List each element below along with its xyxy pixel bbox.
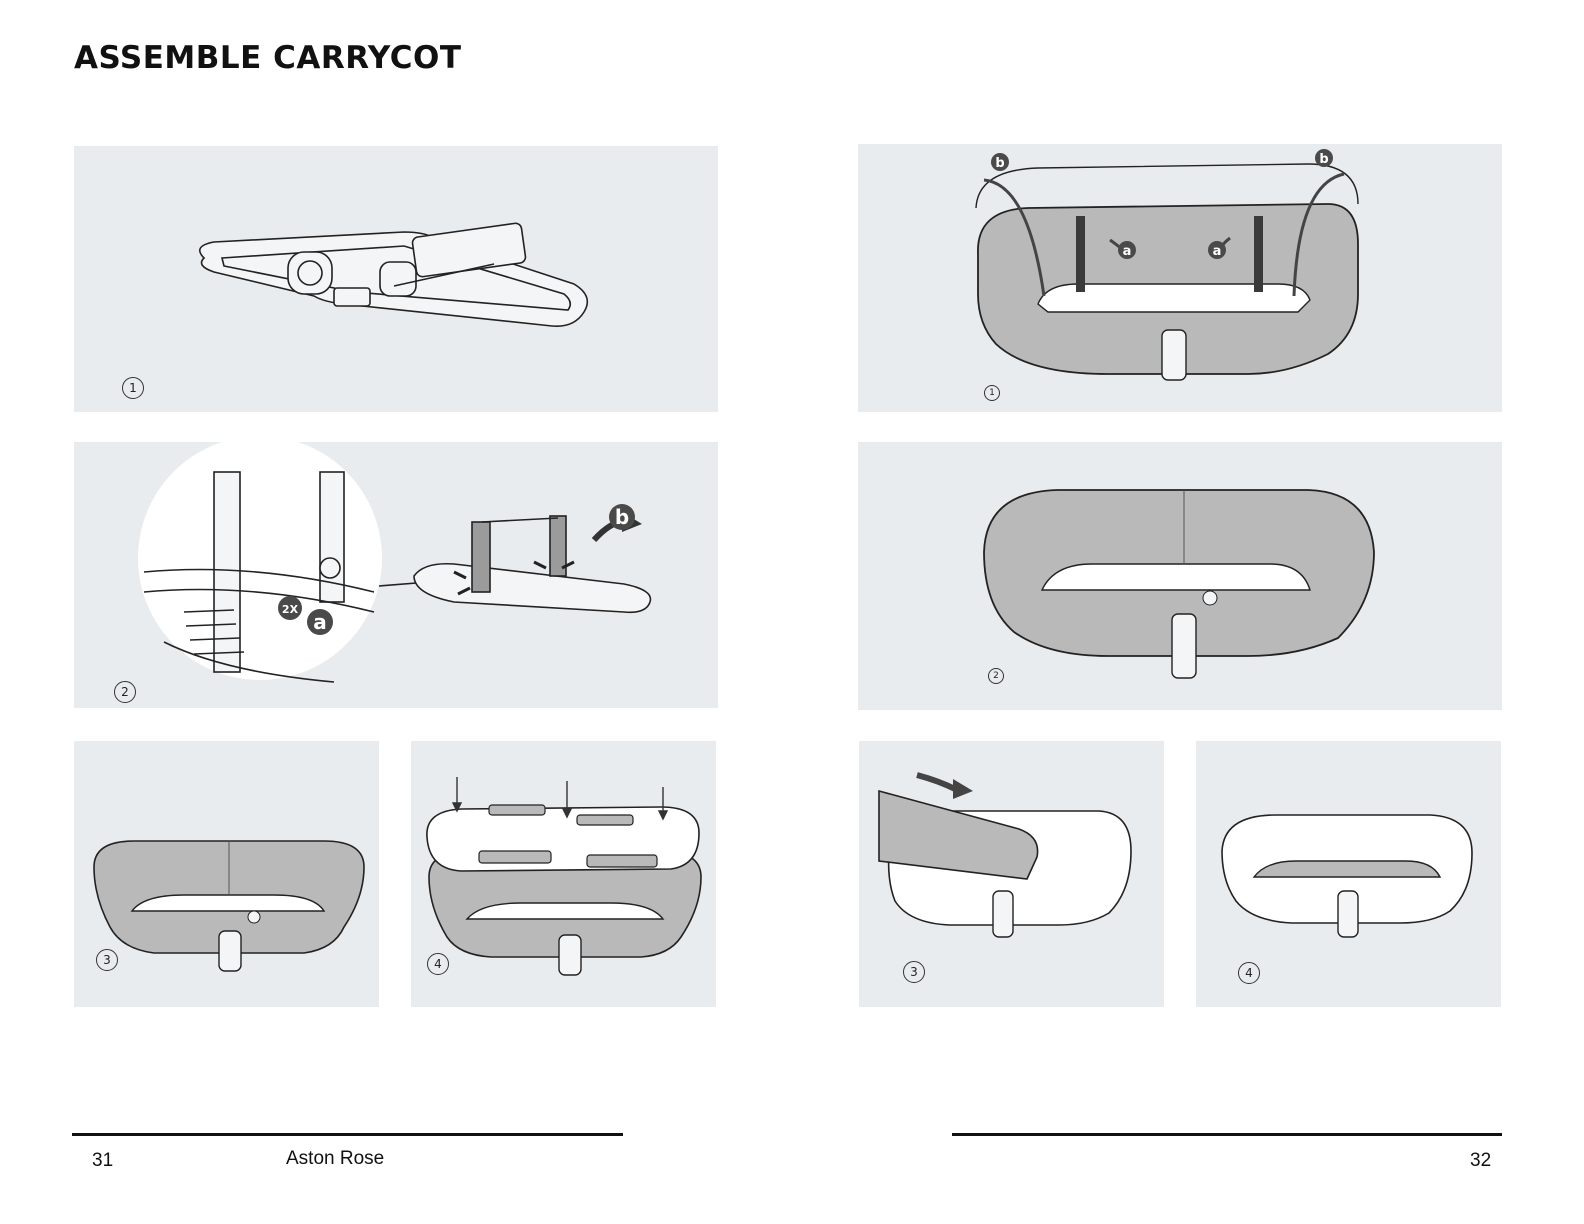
page-title: ASSEMBLE CARRYCOT	[74, 40, 462, 76]
callout-b-label: b	[615, 505, 629, 529]
assembled-shell-illustration	[858, 442, 1502, 710]
callouts-layer: 2X a b	[74, 442, 718, 708]
left-page-number: 31	[92, 1150, 113, 1172]
footer-rule-left	[72, 1133, 623, 1136]
step-number-badge: 1	[122, 377, 144, 399]
base-board-illustration	[411, 741, 716, 1007]
callout-a-label: a	[313, 610, 327, 634]
step-number-badge: 4	[1238, 962, 1260, 984]
step-number-badge: 1	[984, 385, 1000, 401]
carrycot-frame-illustration	[74, 146, 718, 412]
fabric-straps-illustration: b b a a	[858, 144, 1502, 412]
callout-a-label: a	[1213, 244, 1222, 259]
illustration-right-step-4: 4	[1196, 741, 1501, 1007]
illustration-left-step-2: 2X a b 2	[74, 442, 718, 708]
brand-name: Aston Rose	[286, 1148, 384, 1170]
illustration-left-step-4: 4	[411, 741, 716, 1007]
step-number-badge: 2	[988, 668, 1004, 684]
step-number-badge: 3	[903, 961, 925, 983]
illustration-right-step-1: b b a a 1	[858, 144, 1502, 412]
illustration-left-step-1: 1	[74, 146, 718, 412]
illustration-right-step-2: 2	[858, 442, 1502, 710]
callout-b-label: b	[995, 156, 1004, 171]
step-number-badge: 2	[114, 681, 136, 703]
callout-2x-label: 2X	[282, 603, 299, 616]
step-number-badge: 3	[96, 949, 118, 971]
right-page-number: 32	[1470, 1150, 1491, 1172]
illustration-right-step-3: 3	[859, 741, 1164, 1007]
illustration-left-step-3: 3	[74, 741, 379, 1007]
carrycot-shell-illustration	[74, 741, 379, 1007]
callout-b-label: b	[1319, 152, 1328, 167]
callout-a-label: a	[1123, 244, 1132, 259]
footer-rule-right	[952, 1133, 1502, 1136]
step-number-badge: 4	[427, 953, 449, 975]
